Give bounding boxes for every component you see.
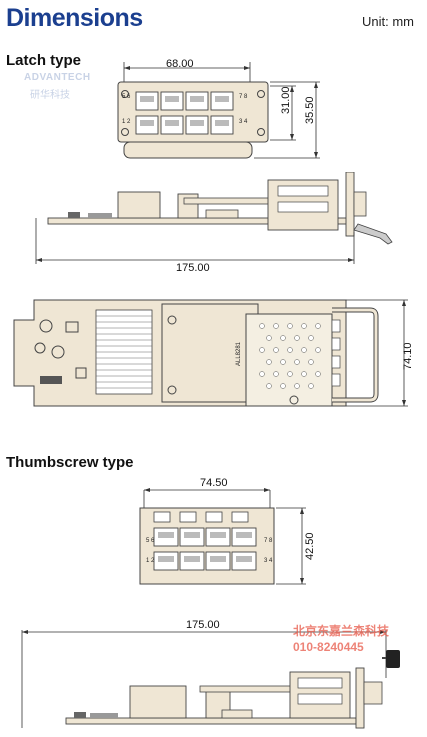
thumbscrew-height-label: 42.50 — [304, 532, 316, 560]
latch-top-view — [13, 299, 408, 407]
latch-port-label-34: 3 4 — [239, 119, 248, 125]
thumbscrew-length-label: 175.00 — [186, 619, 220, 631]
latch-length-label: 175.00 — [176, 262, 210, 274]
page-title: Dimensions — [6, 4, 143, 32]
latch-depth-label: 74.10 — [402, 342, 414, 370]
thumbscrew-port-label-12: 1 2 — [146, 558, 155, 564]
latch-height-outer-label: 35.50 — [304, 96, 316, 124]
chip-label: ALL8281 — [236, 341, 242, 366]
latch-height-inner-label: 31.00 — [280, 86, 292, 114]
latch-type-heading: Latch type — [6, 52, 82, 69]
thumbscrew-side-view — [21, 630, 400, 729]
latch-port-label-12: 1 2 — [122, 119, 131, 125]
reseller-watermark-phone: 010-8240445 — [293, 640, 364, 654]
latch-width-label: 68.00 — [166, 58, 194, 70]
advantech-watermark: ADVANTECH — [24, 72, 91, 83]
latch-front-view — [117, 62, 320, 159]
unit-label: Unit: mm — [362, 14, 414, 29]
thumbscrew-port-label-34: 3 4 — [264, 558, 273, 564]
latch-port-label-78: 7 8 — [239, 94, 248, 100]
thumbscrew-width-label: 74.50 — [200, 477, 228, 489]
thumbscrew-front-view — [139, 488, 306, 585]
reseller-watermark-name: 北京东嘉兰森科技 — [293, 624, 390, 638]
latch-side-view — [35, 172, 393, 264]
advantech-cn-watermark: 研华科技 — [30, 90, 70, 101]
thumbscrew-port-label-56: 5 6 — [146, 538, 155, 544]
thumbscrew-port-label-78: 7 8 — [264, 538, 273, 544]
latch-port-label-56: 5 6 — [122, 94, 131, 100]
thumbscrew-type-heading: Thumbscrew type — [6, 454, 134, 471]
